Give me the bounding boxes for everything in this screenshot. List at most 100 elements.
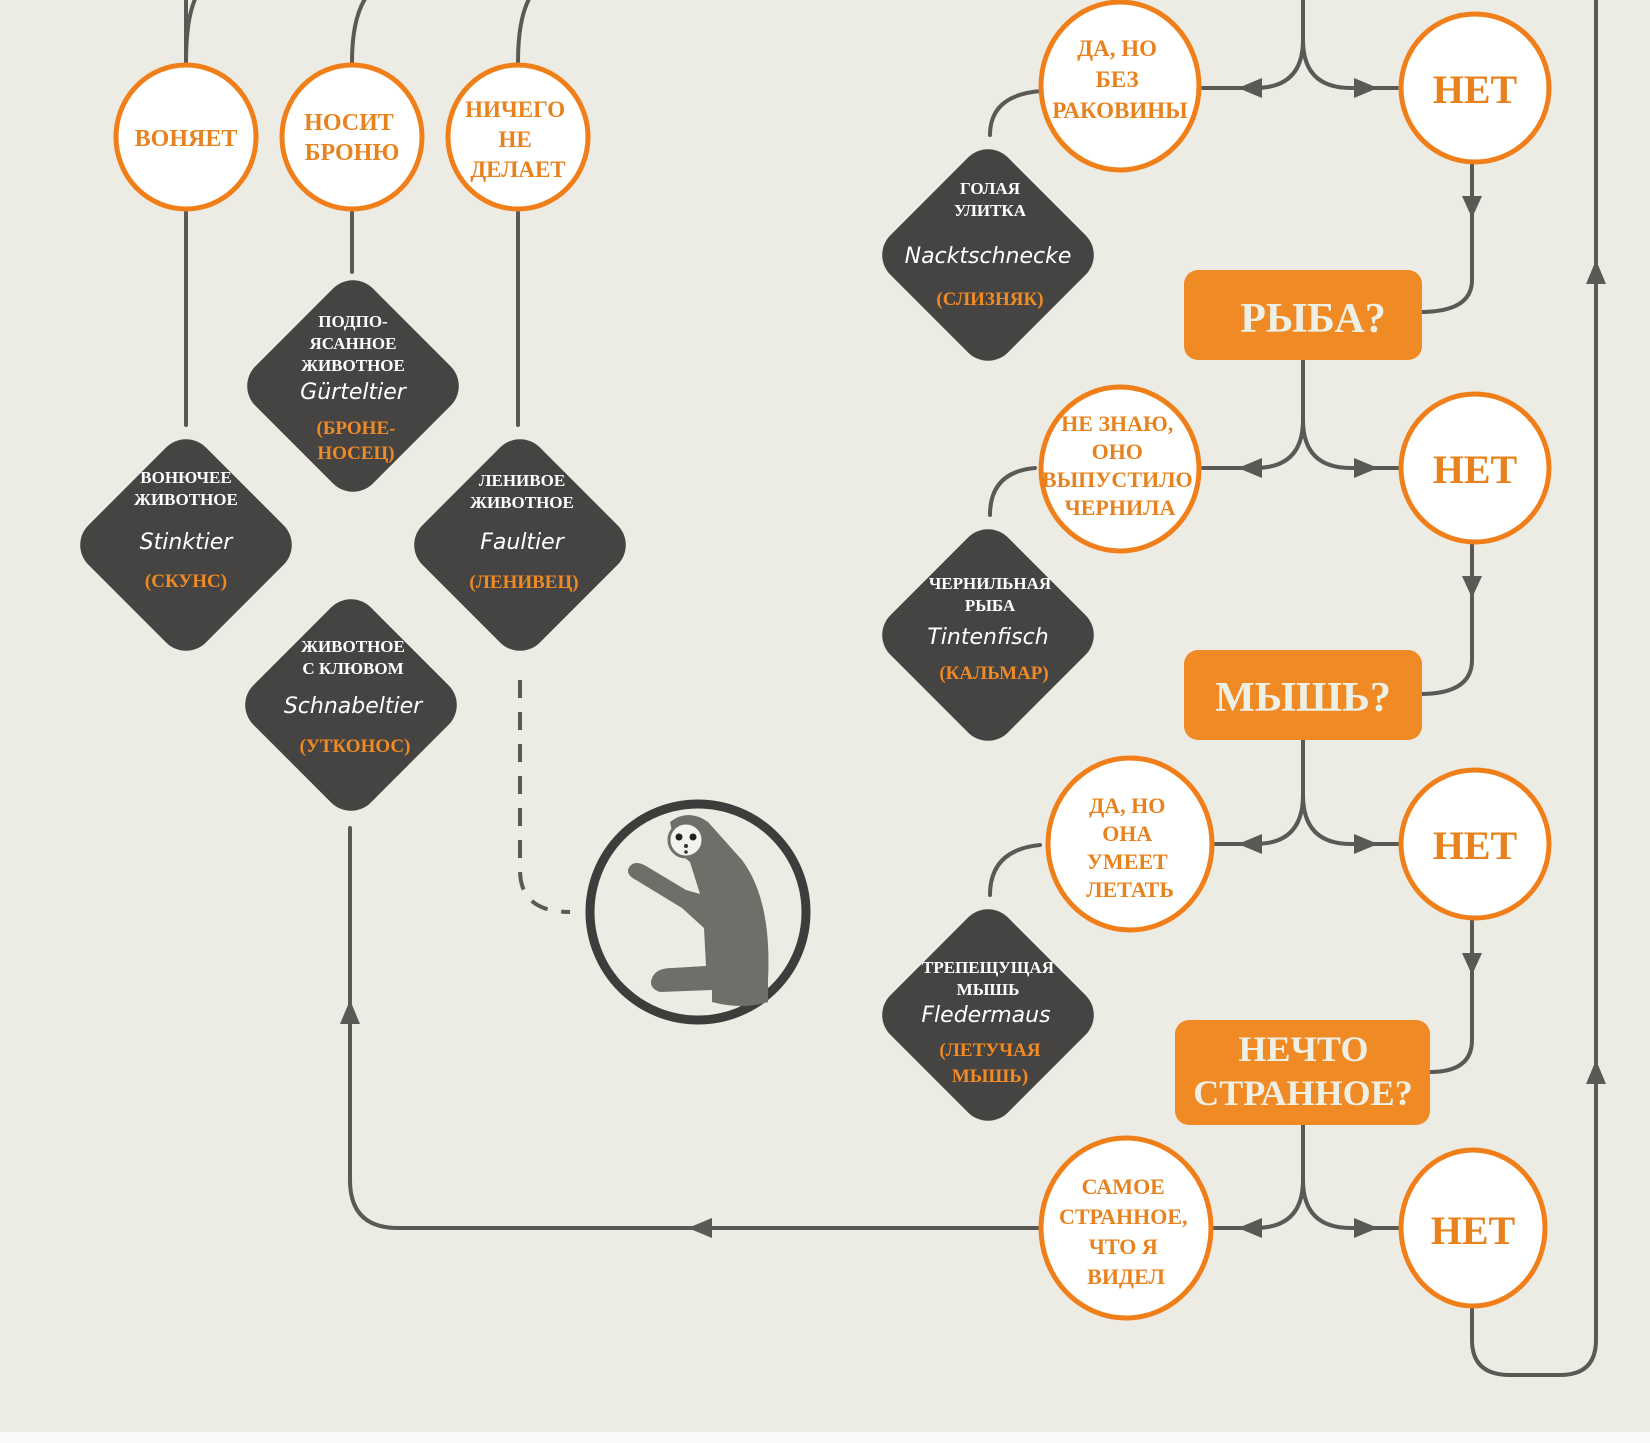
answer-circle-strangest[interactable]: САМОЕ СТРАННОЕ, ЧТО Я ВИДЕЛ xyxy=(1038,1135,1214,1321)
question-box-mouse[interactable]: МЫШЬ? xyxy=(1184,650,1422,740)
answer-circle-no-4[interactable]: НЕТ xyxy=(1398,1147,1548,1309)
answer-circle-nosit-broniu[interactable]: НОСИТ БРОНЮ xyxy=(279,62,425,212)
animal-name-ru: ЯСАННОЕ xyxy=(310,334,397,353)
answer-text: ВОНЯЕТ xyxy=(135,126,238,152)
arrow-yes-4 xyxy=(1238,1218,1262,1238)
connector-curve-3 xyxy=(516,0,531,64)
answer-text-line: ВЫПУСТИЛО xyxy=(1042,467,1193,492)
animal-name-de: Stinktier xyxy=(140,530,235,555)
split-no-2 xyxy=(1301,418,1400,470)
arrow-up-right-1 xyxy=(1586,260,1606,284)
answer-circle-no-3[interactable]: НЕТ xyxy=(1398,767,1552,921)
arrow-down-2 xyxy=(1462,576,1482,598)
answer-text-line: ОНА xyxy=(1102,821,1152,846)
svg-text:ДА, НО БЕЗ РАК: ДА, НО БЕЗ РАКОВИНЫ xyxy=(1052,36,1188,123)
split-no-1 xyxy=(1301,38,1400,90)
answer-text-line: САМОЕ xyxy=(1082,1174,1165,1199)
questions: РЫБА? МЫШЬ? НЕЧТО СТРАННОЕ? xyxy=(1175,270,1430,1125)
no-label: НЕТ xyxy=(1433,67,1518,112)
animal-name-ru: ЖИВОТНОЕ xyxy=(470,493,574,512)
animal-name-de: Fledermaus xyxy=(921,1003,1050,1028)
animal-answer: (КАЛЬМАР) xyxy=(939,663,1048,684)
animal-name-de: Schnabeltier xyxy=(284,694,424,719)
svg-text:ДА, НО ОНА УМЕ: ДА, НО ОНА УМЕЕТ ЛЕТАТЬ xyxy=(1086,793,1174,902)
connector-bat xyxy=(988,843,1042,897)
connector-curve-1 xyxy=(184,0,197,64)
answer-text-line: НЕ ЗНАЮ, xyxy=(1061,411,1173,436)
animal-name-ru: ТРЕПЕЩУЩАЯ xyxy=(922,958,1054,977)
animal-diamond-skunk[interactable]: ВОНЮЧЕЕ ЖИВОТНОЕ Stinktier (СКУНС) xyxy=(69,428,304,663)
arrow-no-1 xyxy=(1354,78,1378,98)
answer-text-line: БРОНЮ xyxy=(305,140,400,166)
connector-curve-2 xyxy=(350,0,367,64)
connector-platypus-loop xyxy=(348,826,1042,1230)
split-no-3 xyxy=(1301,793,1400,846)
answer-text-line: ЧЕРНИЛА xyxy=(1065,495,1176,520)
connector-return-loop xyxy=(1470,0,1598,1377)
sloth-icon xyxy=(585,799,811,1025)
animal-answer: (УТКОНОС) xyxy=(300,736,411,757)
answer-circle-no-2[interactable]: НЕТ xyxy=(1398,391,1552,545)
yes-answers: ДА, НО БЕЗ РАКОВИНЫ НЕ ЗНАЮ, ОНО ВЫПУСТИ… xyxy=(1038,0,1215,1321)
arrow-yes-2 xyxy=(1238,458,1262,478)
animal-name-de: Gürteltier xyxy=(300,380,408,405)
animal-name-ru: ЖИВОТНОЕ xyxy=(301,356,405,375)
no-label: НЕТ xyxy=(1433,447,1518,492)
answer-text-line: ЛЕТАТЬ xyxy=(1086,877,1174,902)
question-label-line: НЕЧТО xyxy=(1239,1029,1369,1069)
answer-circle-voniaet[interactable]: ВОНЯЕТ xyxy=(113,62,259,212)
no-answers: НЕТ НЕТ НЕТ НЕТ xyxy=(1398,11,1552,1309)
answer-circle-nichego-ne-delaet[interactable]: НИЧЕГО НЕ ДЕЛАЕТ xyxy=(445,62,591,212)
arrow-no-3 xyxy=(1354,834,1378,854)
arrow-down-1 xyxy=(1462,196,1482,218)
answer-circle-ink[interactable]: НЕ ЗНАЮ, ОНО ВЫПУСТИЛО ЧЕРНИЛА xyxy=(1038,384,1202,554)
question-box-fish[interactable]: РЫБА? xyxy=(1184,270,1422,360)
animal-name-ru: ЧЕРНИЛЬНАЯ xyxy=(929,574,1051,593)
answer-text-line: РАКОВИНЫ xyxy=(1052,98,1188,123)
animal-answer: (ЛЕНИВЕЦ) xyxy=(469,572,578,593)
connector-squid xyxy=(988,466,1037,517)
top-answers: ВОНЯЕТ НОСИТ БРОНЮ НИЧЕГО НЕ ДЕЛАЕТ xyxy=(113,62,591,212)
answer-circle-no-shell[interactable]: ДА, НО БЕЗ РАКОВИНЫ xyxy=(1038,0,1202,173)
animal-name-ru: С КЛЮВОМ xyxy=(302,659,403,678)
answer-text-line: СТРАННОЕ, xyxy=(1059,1204,1188,1229)
answer-text-line: НЕ xyxy=(499,127,532,152)
answer-text-line: ЧТО Я xyxy=(1089,1234,1158,1259)
answer-text-line: ОНО xyxy=(1092,439,1143,464)
split-no-4 xyxy=(1301,1178,1400,1230)
animal-name-ru: ЖИВОТНОЕ xyxy=(134,490,238,509)
answer-text-line: НИЧЕГО xyxy=(465,97,565,122)
arrow-down-3 xyxy=(1462,953,1482,975)
animal-name-ru: МЫШЬ xyxy=(957,980,1020,999)
answer-circle-no-1[interactable]: НЕТ xyxy=(1398,11,1552,165)
arrow-no-2 xyxy=(1354,458,1378,478)
arrow-yes-3 xyxy=(1238,834,1262,854)
answer-circle-can-fly[interactable]: ДА, НО ОНА УМЕЕТ ЛЕТАТЬ xyxy=(1045,755,1215,933)
animal-name-ru: ВОНЮЧЕЕ xyxy=(140,468,231,487)
animal-answer: (ЛЕТУЧАЯ xyxy=(939,1040,1040,1061)
svg-text:САМОЕ СТРАННОЕ,: САМОЕ СТРАННОЕ, ЧТО Я ВИДЕЛ xyxy=(1059,1174,1193,1289)
question-label-line: СТРАННОЕ? xyxy=(1193,1073,1412,1113)
animal-name-ru: ГОЛАЯ xyxy=(960,179,1020,198)
animal-name-de: Faultier xyxy=(480,530,565,555)
animal-answer: (СКУНС) xyxy=(145,571,227,592)
arrow-no-4 xyxy=(1354,1218,1378,1238)
svg-text:ВОНЯЕТ: ВОНЯЕТ xyxy=(135,126,238,152)
question-box-something-strange[interactable]: НЕЧТО СТРАННОЕ? xyxy=(1175,1020,1430,1125)
animal-name-de: Nacktschnecke xyxy=(905,244,1072,269)
connectors xyxy=(184,0,1606,1377)
no-label: НЕТ xyxy=(1431,1208,1516,1253)
arrow-up-left xyxy=(340,1000,360,1024)
